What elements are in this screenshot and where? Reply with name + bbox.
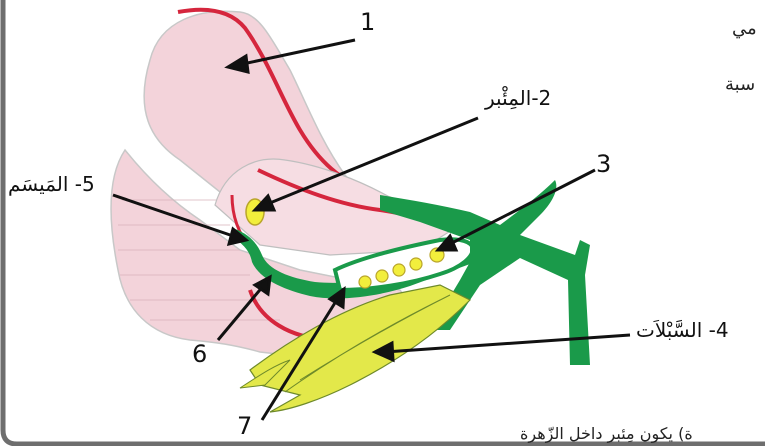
ovule — [393, 264, 405, 276]
edge-text-bottom: ة) يكون مِئبر داخل الزّهرة — [520, 424, 693, 443]
edge-text-middle: سبة — [725, 74, 755, 95]
ovule — [359, 276, 371, 288]
edge-text-top: مي — [732, 18, 757, 39]
label-4-sepals: 4- السَّبْلاَت — [636, 318, 729, 342]
label-2-anther: 2-المِئْبر — [485, 86, 551, 110]
arrow-3 — [448, 170, 595, 245]
label-5-stigma: 5- المَيسَم — [8, 172, 95, 196]
ovule — [410, 258, 422, 270]
label-6: 6 — [192, 340, 207, 368]
label-3: 3 — [596, 150, 611, 178]
ovule — [376, 270, 388, 282]
arrowhead-5 — [229, 229, 246, 244]
label-1: 1 — [360, 8, 375, 36]
label-7: 7 — [237, 412, 252, 440]
